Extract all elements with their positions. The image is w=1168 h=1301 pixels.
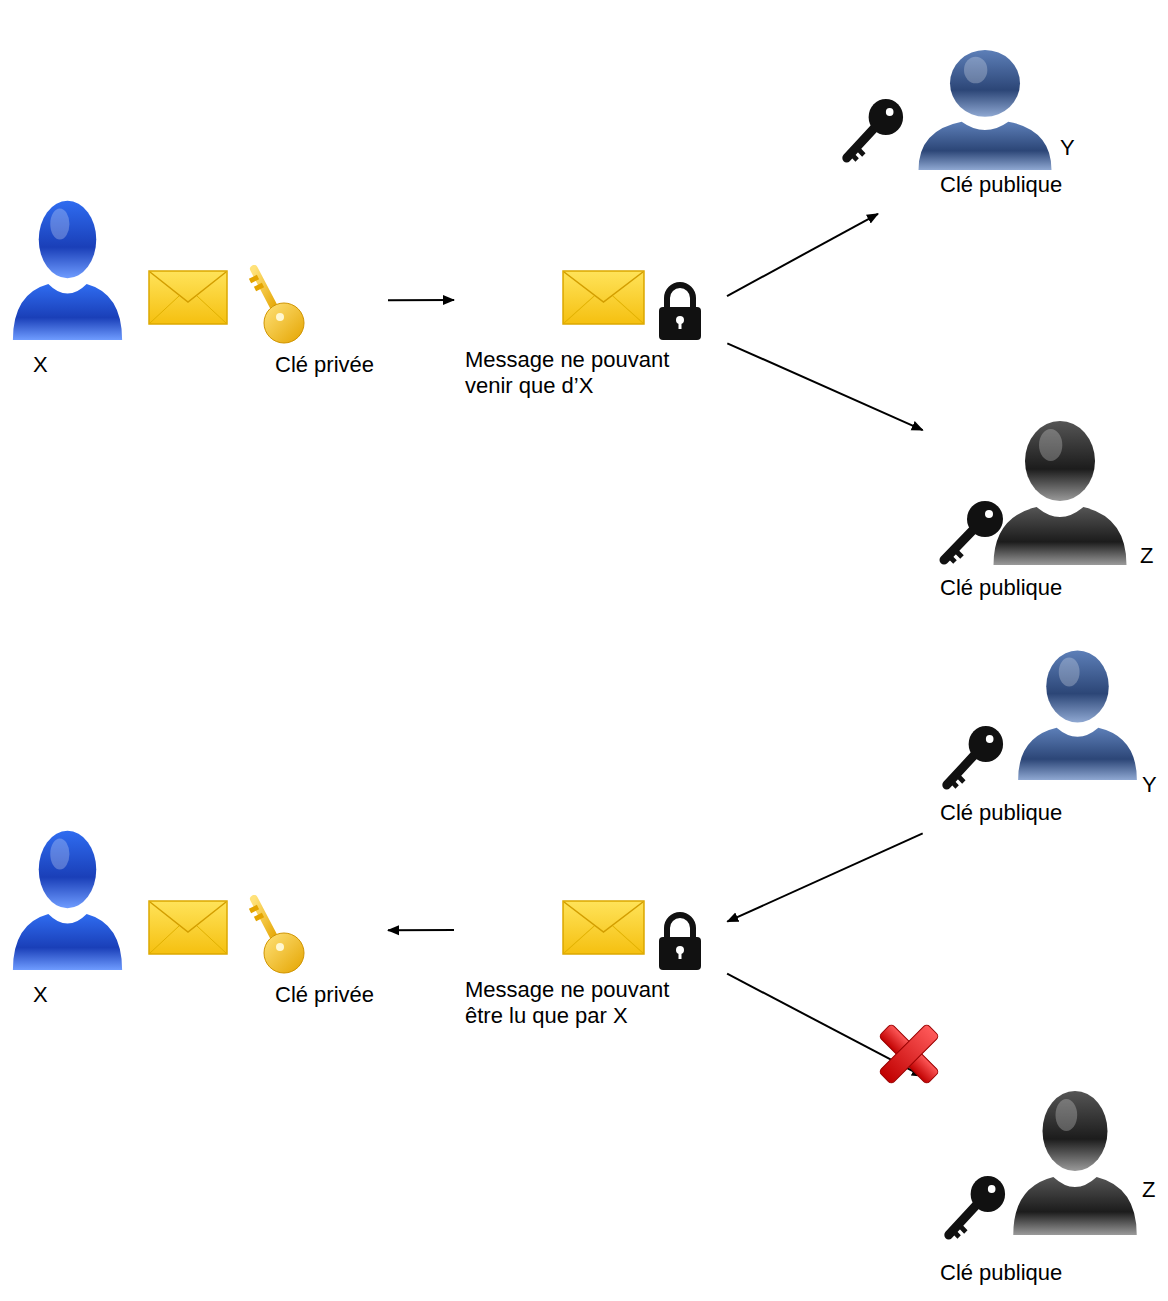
figure-label: Clé publique [940, 800, 1062, 826]
blackkey-icon [935, 500, 1005, 565]
blackkey-icon [938, 725, 1005, 790]
figure-label: X [33, 982, 48, 1008]
figure-label: Clé publique [940, 575, 1062, 601]
arrow-connector [727, 214, 878, 296]
arrow-connector [727, 833, 922, 921]
figure-label: Clé privée [275, 352, 374, 378]
arrow-connector [727, 343, 922, 430]
figure-group: Message ne pouvant être lu que par X [462, 895, 720, 1045]
person-icon [915, 45, 1055, 170]
lock-icon [655, 910, 705, 970]
envelope-icon [148, 270, 228, 325]
figure-label: Z [1140, 543, 1153, 569]
message-caption: Message ne pouvant venir que d’X [465, 347, 693, 399]
figure-group: Y Clé publique [930, 640, 1164, 830]
figure-label: Clé privée [275, 982, 374, 1008]
envelope-icon [148, 900, 228, 955]
goldkey-icon [240, 265, 310, 345]
person-icon [10, 825, 125, 970]
blackkey-icon [838, 98, 905, 163]
figure-label: X [33, 352, 48, 378]
lock-icon [655, 280, 705, 340]
person-icon [1010, 1085, 1140, 1235]
envelope-icon [562, 270, 645, 325]
figure-group: X Clé privée [5, 820, 380, 1010]
figure-group: X Clé privée [5, 190, 380, 380]
figure-label: Clé publique [940, 1260, 1062, 1286]
figure-label: Y [1060, 135, 1075, 161]
person-icon [10, 195, 125, 340]
envelope-icon [562, 900, 645, 955]
arrow-connector [388, 299, 454, 301]
message-caption: Message ne pouvant être lu que par X [465, 977, 693, 1029]
figure-label: Y [1142, 772, 1157, 798]
goldkey-icon [240, 895, 310, 975]
person-icon [990, 415, 1130, 565]
figure-label: Z [1142, 1177, 1155, 1203]
arrow-connector [388, 929, 454, 931]
figure-group: Z Clé publique [930, 410, 1164, 605]
figure-group: Y Clé publique [835, 40, 1085, 210]
figure-group: Z Clé publique [930, 1080, 1164, 1295]
figure-label: Clé publique [940, 172, 1062, 198]
blackkey-icon [940, 1175, 1007, 1240]
person-icon [1015, 645, 1140, 780]
figure-group: Message ne pouvant venir que d’X [462, 265, 720, 415]
red-cross [873, 1018, 945, 1090]
